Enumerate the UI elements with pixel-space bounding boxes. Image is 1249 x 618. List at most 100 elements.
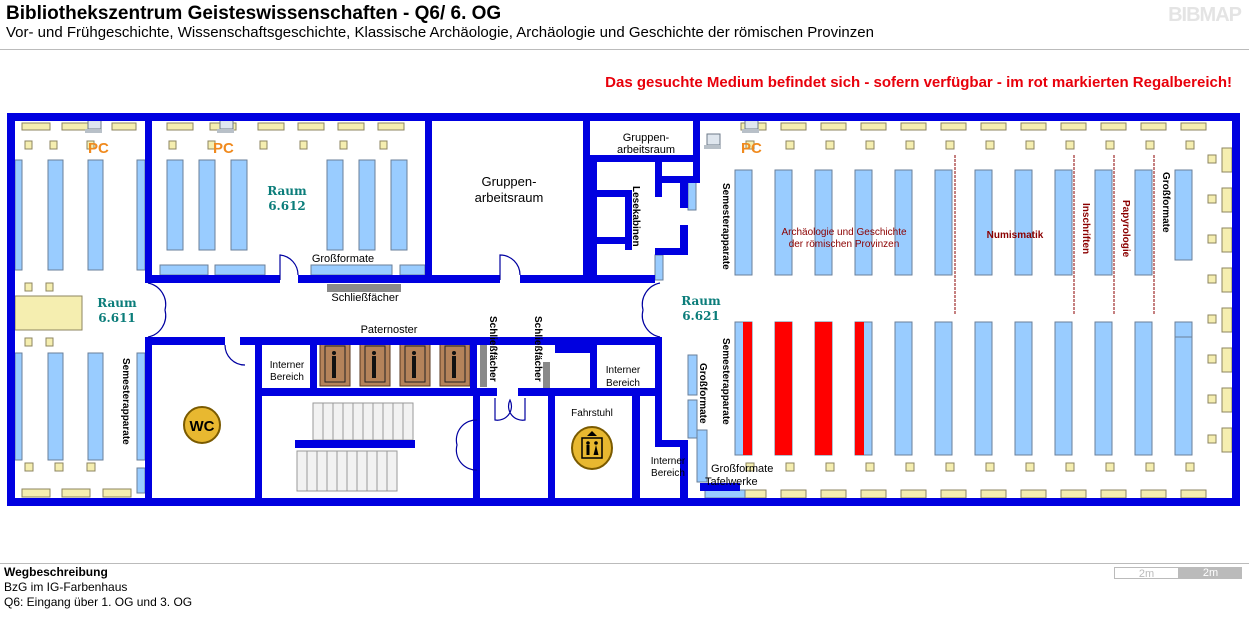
large-format-label: Großformate	[697, 363, 708, 424]
table	[1221, 227, 1233, 253]
wall	[145, 337, 152, 498]
lockers	[543, 362, 550, 392]
pc-label: PC	[741, 140, 762, 157]
wall	[145, 337, 225, 345]
table	[1221, 347, 1233, 373]
table	[905, 462, 915, 472]
table	[86, 462, 96, 472]
reading-cabins-label: Lesekabinen	[630, 186, 641, 247]
table	[1207, 154, 1217, 164]
stair-step	[346, 450, 358, 492]
stair-step	[366, 450, 378, 492]
highlighted-shelf	[775, 322, 792, 455]
shelf	[934, 169, 953, 276]
table	[820, 122, 847, 131]
shelf	[14, 352, 23, 461]
wall	[295, 440, 415, 448]
room-6621-number: 6.621	[682, 309, 720, 323]
wall	[560, 338, 568, 350]
internal-area-label: Interner	[270, 360, 305, 371]
internal-area-label: Interner	[606, 365, 641, 376]
person-icon	[412, 351, 416, 355]
table	[1185, 140, 1195, 150]
shelf	[1094, 321, 1113, 456]
wc-label: WC	[190, 418, 215, 435]
stair-step	[392, 402, 404, 441]
wall	[1232, 113, 1240, 506]
wall	[693, 121, 700, 183]
wall	[470, 345, 477, 388]
shelf	[310, 264, 393, 276]
table	[377, 122, 405, 131]
wall	[518, 388, 655, 396]
paternoster-car	[444, 345, 466, 383]
shelf	[1134, 321, 1153, 456]
table	[985, 462, 995, 472]
table	[1207, 234, 1217, 244]
table	[1100, 489, 1127, 499]
table	[1100, 122, 1127, 131]
table	[1145, 140, 1155, 150]
wall	[520, 275, 655, 283]
table	[1025, 140, 1035, 150]
wall	[655, 337, 662, 440]
shelf	[87, 352, 104, 461]
stair-step	[342, 402, 354, 441]
stair-step	[322, 402, 334, 441]
shelf	[1054, 169, 1073, 276]
room-6611-number: 6.611	[98, 311, 136, 325]
wall	[590, 345, 597, 388]
scale-label: 2m	[1114, 567, 1179, 580]
table	[865, 462, 875, 472]
wall	[145, 121, 152, 283]
shelf	[974, 169, 993, 276]
shelf	[136, 352, 146, 461]
shelf	[687, 399, 698, 439]
table	[102, 488, 132, 498]
room-6612-label: Raum	[267, 184, 307, 198]
table	[825, 140, 835, 150]
door	[455, 419, 478, 471]
stair-step	[316, 450, 328, 492]
wall	[298, 275, 500, 283]
stair-step	[332, 402, 344, 441]
divider	[0, 563, 1249, 564]
table	[1221, 387, 1233, 413]
table	[825, 462, 835, 472]
table	[1060, 122, 1087, 131]
table	[45, 282, 54, 292]
wall	[255, 345, 262, 498]
paternoster-car	[404, 345, 426, 383]
table	[1221, 267, 1233, 293]
small-group-room-label: arbeitsraum	[617, 144, 675, 156]
shelf	[1174, 169, 1193, 261]
labels-layer: PC PC PC Raum 6.612 Raum 6.611 Raum 6.62…	[88, 132, 1171, 488]
table	[1185, 462, 1195, 472]
wall	[655, 176, 693, 183]
table	[21, 122, 51, 131]
group-room-label: Gruppen-	[482, 174, 537, 189]
table	[45, 337, 54, 347]
person-icon	[332, 351, 336, 355]
shelf	[1014, 169, 1033, 276]
door	[641, 282, 661, 338]
person-icon	[372, 351, 376, 355]
highlighted-shelf	[855, 322, 864, 455]
table	[86, 140, 95, 150]
course-reserves-label: Semesterapparate	[720, 338, 731, 425]
door	[224, 344, 246, 366]
table	[24, 140, 33, 150]
paternoster-label: Paternoster	[361, 324, 418, 336]
table	[820, 489, 847, 499]
table	[785, 462, 795, 472]
internal-area-label: Interner	[651, 456, 686, 467]
pc-label: PC	[88, 140, 109, 157]
shelf	[1174, 336, 1193, 456]
person-icon	[372, 356, 376, 378]
table	[1207, 274, 1217, 284]
internal-area-label: Bereich	[606, 378, 640, 389]
plate-works-label: Tafelwerke	[705, 476, 758, 488]
wall	[700, 483, 740, 491]
table	[111, 122, 137, 131]
